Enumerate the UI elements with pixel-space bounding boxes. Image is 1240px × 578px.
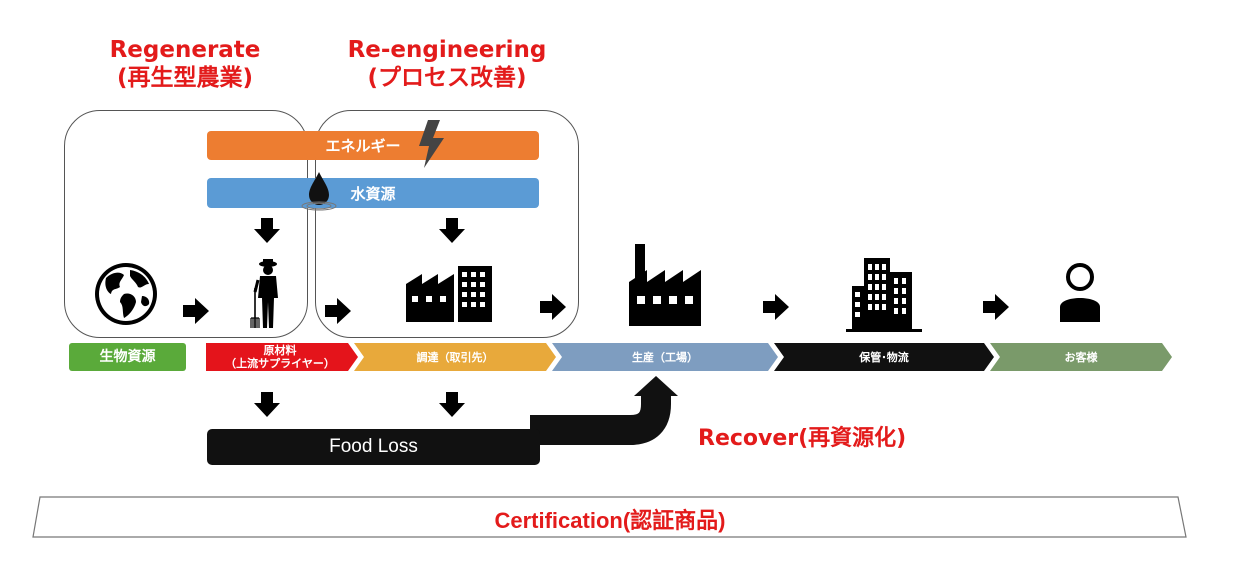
stage-procurement: 調達（取引先） [360, 343, 550, 371]
stage-label: 生物資源 [99, 348, 156, 365]
food-loss-label: Food Loss [329, 436, 418, 457]
certification-label: Certification(認証商品) [494, 508, 726, 533]
regenerate-group-box [64, 110, 308, 338]
stage-raw-materials: 原材料 （上流サプライヤー） [206, 343, 354, 371]
stage-label: 調達（取引先） [416, 350, 494, 364]
stage-production: 生産（工場） [560, 343, 770, 371]
arrow-right-icon [183, 298, 209, 324]
building-icon [846, 258, 922, 332]
value-chain-chevrons [206, 343, 1172, 371]
recover-label: Recover(再資源化) [698, 426, 907, 451]
arrow-right-icon [325, 298, 351, 324]
stage-customers: お客様 [998, 343, 1164, 371]
arrow-down-icon [439, 218, 465, 243]
arrow-down-icon [439, 392, 465, 417]
customer-icon [1060, 263, 1100, 322]
chevron-procurement [354, 343, 556, 371]
recover-arrow [530, 376, 678, 445]
water-bar: 水資源 [207, 178, 539, 208]
chevron-production [552, 343, 778, 371]
stage-label: お客様 [1064, 350, 1098, 364]
energy-label: エネルギー [325, 137, 401, 155]
stage-logistics: 保管･物流 [782, 343, 986, 371]
chevron-logistics [774, 343, 994, 371]
arrow-right-icon [540, 294, 566, 320]
regenerate-title-line1: Regenerate [109, 37, 261, 63]
factory-icon [406, 266, 492, 322]
regenerate-title: Regenerate (再生型農業) [85, 36, 285, 92]
chevron-raw-materials [206, 343, 358, 371]
chevron-customers [990, 343, 1172, 371]
stage-biological-resources: 生物資源 [69, 343, 186, 371]
water-label: 水資源 [350, 184, 396, 203]
arrow-down-icon [254, 218, 280, 243]
stage-label-line1: 原材料 [263, 344, 297, 357]
reengineering-title: Re-engineering (プロセス改善) [337, 36, 557, 92]
farmer-icon [250, 259, 278, 328]
food-loss-bar: Food Loss [207, 429, 540, 465]
arrow-right-icon [983, 294, 1009, 320]
water-drop-icon [301, 172, 337, 211]
arrow-down-icon [254, 392, 280, 417]
stage-label-line2: （上流サプライヤー） [225, 357, 335, 370]
reengineering-title-line2: (プロセス改善) [367, 65, 527, 91]
factory-large-icon [629, 244, 701, 326]
arrow-right-icon [763, 294, 789, 320]
reengineering-title-line1: Re-engineering [347, 37, 547, 63]
certification-banner [32, 496, 1187, 538]
reengineering-group-box [315, 110, 579, 338]
stage-label: 生産（工場） [632, 350, 698, 364]
regenerate-title-line2: (再生型農業) [116, 65, 254, 91]
stage-label: 保管･物流 [859, 350, 909, 364]
energy-bar: エネルギー [207, 131, 539, 160]
globe-icon [95, 263, 157, 325]
lightning-icon [419, 120, 444, 168]
